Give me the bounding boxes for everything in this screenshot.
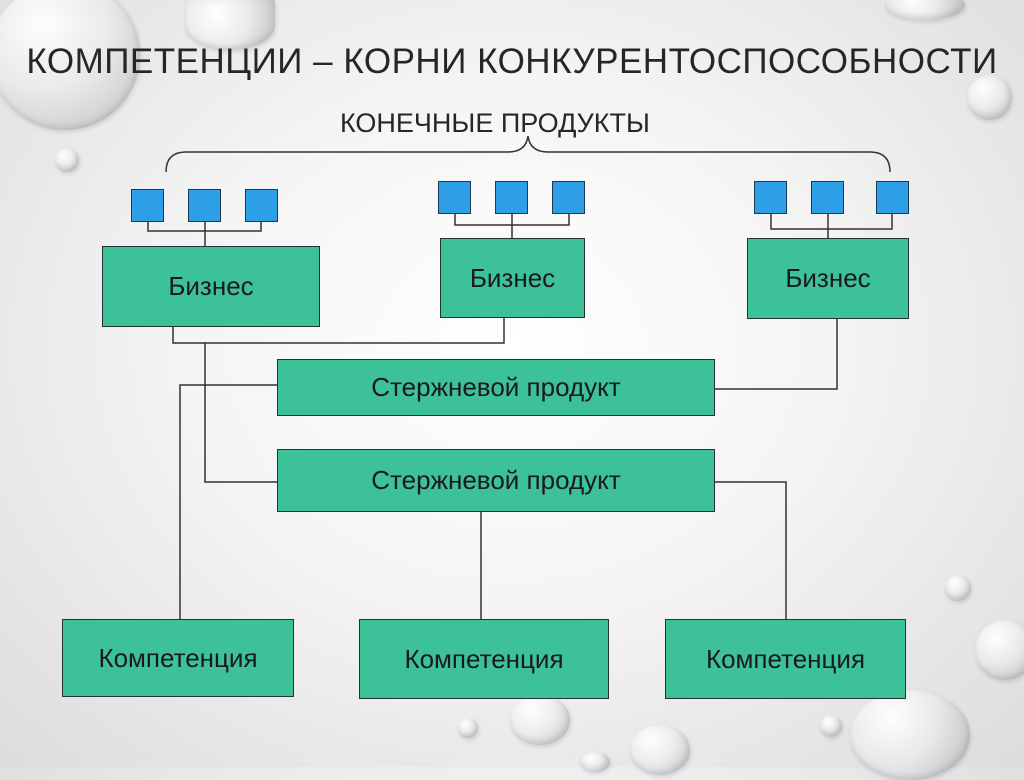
water-drop: [945, 575, 971, 601]
end-product-square: [245, 189, 278, 222]
core-product-box: Стержневой продукт: [277, 359, 715, 416]
competency-box: Компетенция: [359, 619, 609, 699]
end-product-square: [495, 181, 528, 214]
water-drop: [458, 718, 478, 738]
end-product-square: [876, 181, 909, 214]
page-title: КОМПЕТЕНЦИИ – КОРНИ КОНКУРЕНТОСПОСОБНОСТ…: [26, 42, 998, 81]
business-box: Бизнес: [102, 246, 320, 327]
business-box: Бизнес: [747, 238, 909, 319]
end-product-square: [188, 189, 221, 222]
end-product-square: [552, 181, 585, 214]
water-drop: [0, 0, 140, 130]
end-product-square: [438, 181, 471, 214]
core-product-box: Стержневой продукт: [277, 449, 715, 512]
end-product-square: [811, 181, 844, 214]
water-drop: [55, 148, 79, 172]
end-product-square: [131, 189, 164, 222]
business-box: Бизнес: [440, 238, 585, 318]
water-drop: [967, 75, 1012, 120]
water-drop: [975, 620, 1024, 680]
competency-box: Компетенция: [665, 619, 906, 699]
water-drop: [885, 0, 965, 20]
end-product-square: [754, 181, 787, 214]
end-products-label: КОНЕЧНЫЕ ПРОДУКТЫ: [340, 108, 650, 138]
water-drop: [820, 715, 842, 737]
competency-box: Компетенция: [62, 619, 294, 697]
water-drop: [185, 0, 275, 50]
water-drop: [510, 695, 570, 745]
water-drop: [850, 690, 970, 780]
